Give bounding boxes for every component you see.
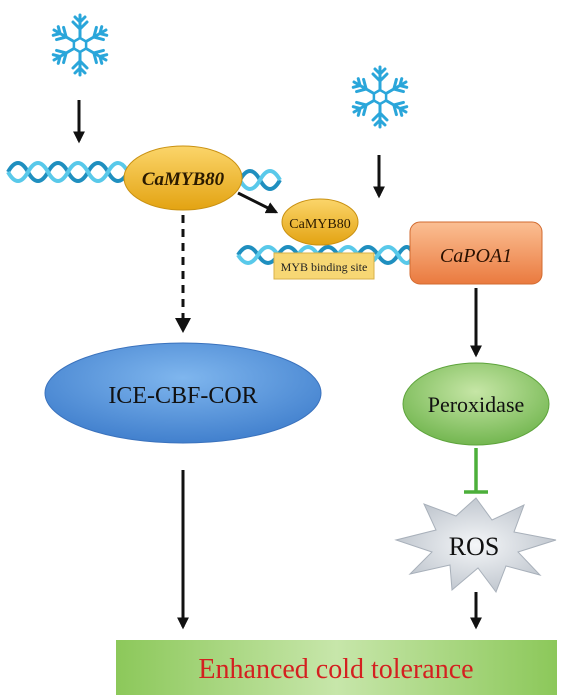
camyb80-gene-label: CaMYB80	[142, 169, 225, 190]
snowflake-icon	[49, 13, 111, 77]
outcome-bar: Enhanced cold tolerance	[116, 640, 557, 695]
myb-binding-site-label: MYB binding site	[281, 260, 368, 274]
ros-label: ROS	[449, 532, 500, 561]
camyb80-gene-node: CaMYB80	[123, 145, 243, 211]
ice-cbf-cor-label: ICE-CBF-COR	[108, 383, 257, 409]
capoa1-node: CaPOA1	[409, 221, 543, 285]
binding-arrow	[237, 191, 279, 214]
myb-binding-site: MYB binding site	[273, 252, 375, 280]
dashed-regulation-arrow	[175, 215, 191, 333]
dna-helix-icon	[6, 161, 282, 191]
camyb80-protein-node: CaMYB80	[281, 198, 359, 246]
ros-node: ROS	[394, 497, 557, 594]
outcome-label: Enhanced cold tolerance	[198, 654, 473, 685]
peroxidase-label: Peroxidase	[428, 392, 525, 417]
peroxidase-node: Peroxidase	[402, 362, 550, 446]
snowflake-icon	[349, 65, 411, 129]
ice-cbf-cor-node: ICE-CBF-COR	[44, 342, 322, 444]
capoa1-label: CaPOA1	[440, 245, 512, 267]
inhibition-bar	[464, 448, 488, 494]
camyb80-protein-label: CaMYB80	[289, 217, 350, 232]
